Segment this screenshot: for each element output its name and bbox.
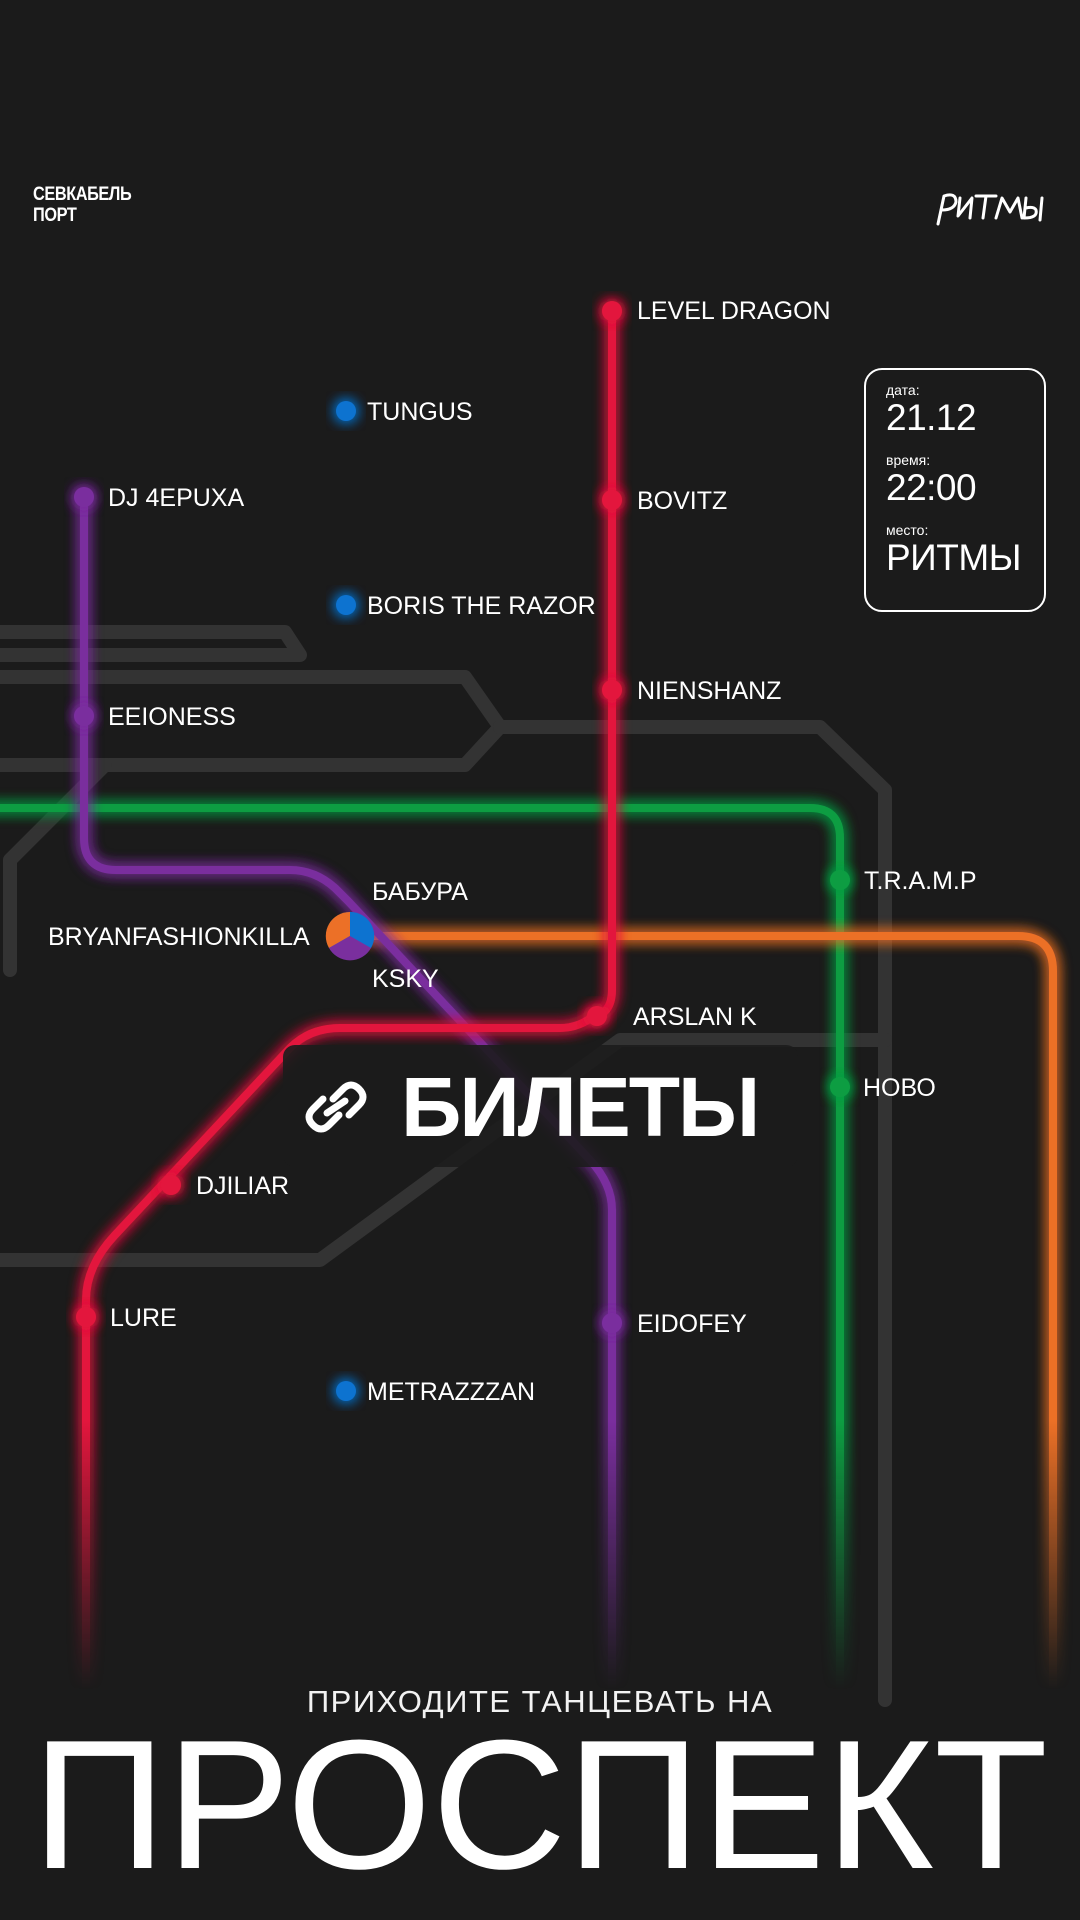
station-label-eeioness: EEIONESS (108, 703, 236, 731)
station-dot (336, 401, 356, 421)
station-dot (587, 1006, 607, 1026)
time-label: время: (886, 452, 931, 468)
station-dot (830, 1077, 850, 1097)
purple-line (80, 493, 616, 1904)
headline: ПРОСПЕКТ (32, 1718, 1048, 1888)
station-bovitz: BOVITZ (602, 487, 727, 515)
station-eidofey: EIDOFEY (602, 1310, 747, 1338)
station-dot (602, 1313, 622, 1333)
station-label-djiliar: DJILIAR (196, 1172, 289, 1200)
station-lure: LURE (76, 1304, 177, 1332)
station-dj-4epuxa: DJ 4EPUXA (74, 484, 244, 512)
station-nienshanz: NIENSHANZ (602, 677, 781, 705)
station-dot (74, 487, 94, 507)
station-eeioness: EEIONESS (74, 703, 236, 731)
station-label-ksky: KSKY (372, 965, 439, 993)
sevkabel-port-logo: СЕВКАБЕЛЬ ПОРТ (33, 184, 132, 226)
place-value: РИТМЫ (886, 537, 1021, 578)
station-label-tramp: T.R.A.M.P (864, 867, 977, 895)
station-label-dj-4epuxa: DJ 4EPUXA (108, 484, 244, 512)
station-label-nienshanz: NIENSHANZ (637, 677, 781, 705)
station-djiliar: DJILIAR (161, 1172, 289, 1200)
station-label-level-dragon: LEVEL DRAGON (637, 297, 831, 325)
station-label-metrazzzan: METRAZZZAN (367, 1378, 535, 1406)
station-dot (76, 1307, 96, 1327)
orange-line (349, 932, 1057, 1904)
event-info-card: дата: 21.12 время: 22:00 место: РИТМЫ (864, 368, 1046, 612)
station-label-lure: LURE (110, 1304, 177, 1332)
logo-left-line2: ПОРТ (33, 205, 77, 226)
station-dot (161, 1175, 181, 1195)
hub-segment-purple (329, 936, 371, 961)
tickets-button[interactable]: БИЛЕТЫ (283, 1045, 798, 1167)
station-novo: НОВО (830, 1074, 936, 1102)
station-dot (336, 1381, 356, 1401)
gray-track-2 (0, 670, 507, 772)
logo-left-line1: СЕВКАБЕЛЬ (33, 184, 132, 205)
station-label-tungus: TUNGUS (367, 398, 473, 426)
station-metrazzzan: METRAZZZAN (336, 1378, 535, 1406)
station-label-babura: БАБУРА (372, 878, 468, 906)
station-tungus: TUNGUS (336, 398, 473, 426)
station-arslan-k: ARSLAN K (587, 1003, 757, 1031)
date-value: 21.12 (886, 397, 977, 438)
station-dot (602, 490, 622, 510)
station-dot (602, 301, 622, 321)
tickets-label: БИЛЕТЫ (401, 1060, 760, 1154)
station-dot (602, 680, 622, 700)
station-tramp: T.R.A.M.P (830, 867, 977, 895)
gray-track-4 (3, 758, 112, 977)
link-icon (305, 1081, 367, 1133)
station-dot (830, 870, 850, 890)
hub-segment-orange (325, 911, 350, 948)
ritmy-logo (936, 193, 1044, 226)
interchange-hub: БАБУРА BRYANFASHIONKILLA KSKY (48, 878, 468, 993)
station-level-dragon: LEVEL DRAGON (602, 297, 831, 325)
headline-text: ПРОСПЕКТ (32, 1718, 1048, 1888)
hub-segment-blue (350, 911, 375, 948)
green-line (0, 804, 844, 1904)
station-boris-the-razor: BORIS THE RAZOR (336, 592, 596, 620)
place-label: место: (886, 522, 929, 538)
tagline: ПРИХОДИТЕ ТАНЦЕВАТЬ НА (306, 1684, 774, 1719)
station-label-novo: НОВО (863, 1074, 936, 1102)
station-label-arslan-k: ARSLAN K (633, 1003, 757, 1031)
station-label-eidofey: EIDOFEY (637, 1310, 747, 1338)
date-label: дата: (886, 382, 920, 398)
time-value: 22:00 (886, 467, 977, 508)
gray-track-3 (493, 720, 892, 1707)
station-label-bovitz: BOVITZ (637, 487, 727, 515)
station-label-boris-the-razor: BORIS THE RAZOR (367, 592, 596, 620)
gray-track-1 (0, 625, 307, 662)
station-dot (336, 595, 356, 615)
station-dot (74, 706, 94, 726)
station-label-bryanfashionkilla: BRYANFASHIONKILLA (48, 923, 310, 951)
